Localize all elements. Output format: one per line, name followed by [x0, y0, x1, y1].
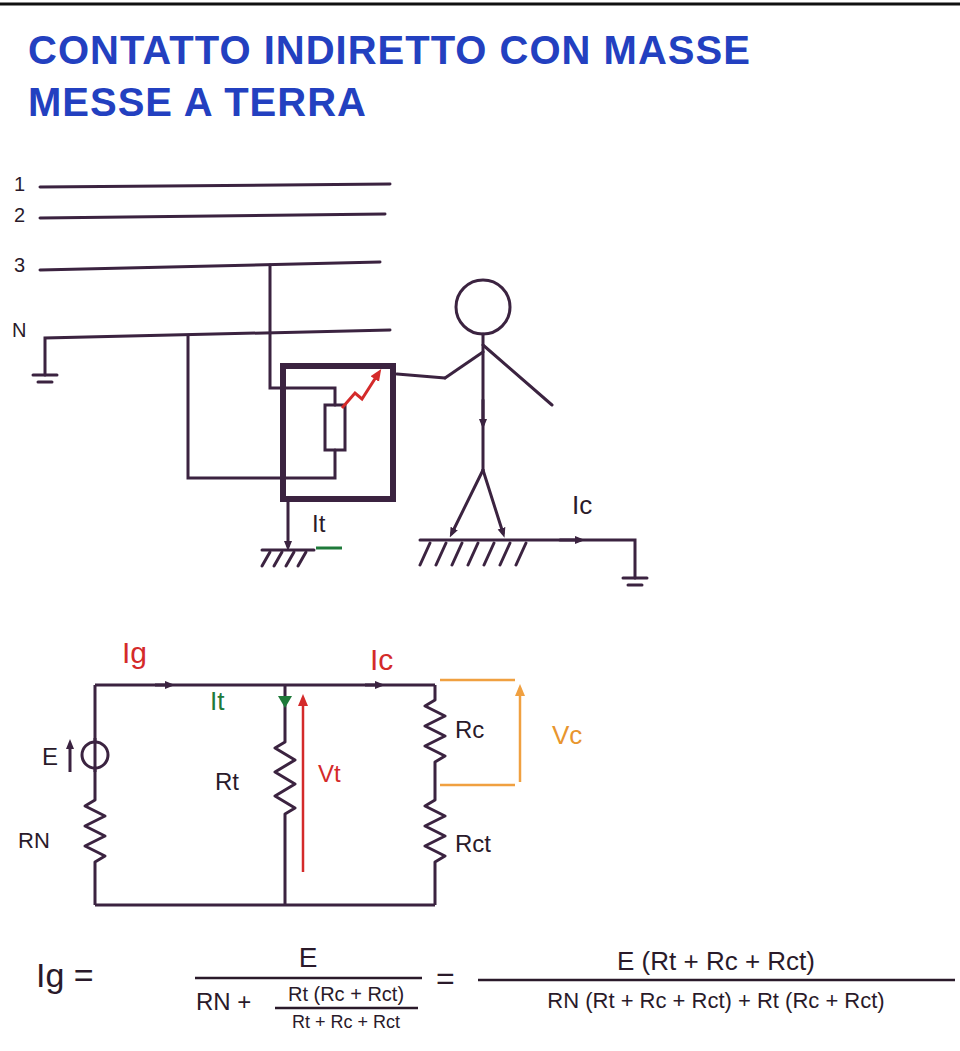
- formula-term: Rt + Rc + Rct: [292, 1013, 400, 1031]
- fraction-bar: [478, 979, 955, 982]
- person-arm: [445, 352, 483, 378]
- ground-symbol: [623, 577, 647, 580]
- wire: [94, 685, 97, 742]
- wire: [95, 904, 435, 907]
- ground-symbol: [38, 381, 52, 384]
- phase-wire: [270, 265, 335, 405]
- ground-hatch: [420, 543, 526, 565]
- current-label: Ig: [122, 638, 147, 668]
- equivalent-circuit: [70, 685, 445, 905]
- formula-term: E: [299, 944, 318, 972]
- voltage-indicator: [440, 680, 520, 785]
- top-wiring: [33, 184, 647, 585]
- line-number: 1: [14, 174, 25, 194]
- current-arrow: [482, 400, 485, 424]
- resistor-label: Rt: [215, 770, 239, 794]
- current-label: It: [210, 688, 224, 714]
- emf-arrow: [69, 744, 72, 772]
- person-head: [456, 280, 510, 334]
- person-arm: [483, 345, 552, 405]
- resistor-symbol: [325, 405, 345, 450]
- fraction-bar: [275, 1007, 418, 1010]
- touch-line: [397, 374, 445, 378]
- current-label: Ic: [370, 645, 393, 675]
- formula-term: Ig =: [36, 958, 94, 992]
- current-arrow: [365, 684, 380, 687]
- formula-term: E (Rt + Rc + Rct): [617, 948, 815, 974]
- voltage-tick: [440, 679, 515, 682]
- label-underline: [316, 547, 342, 550]
- current-arrow: [560, 539, 580, 542]
- ground-line: [420, 540, 635, 578]
- line-number: 3: [14, 255, 25, 275]
- current-arrow: [278, 696, 292, 708]
- formula-term: RN (Rt + Rc + Rct) + Rt (Rc + Rct): [547, 990, 884, 1012]
- voltage-arrow: [302, 700, 305, 872]
- appliance-housing: [283, 366, 393, 499]
- ground-symbol: [628, 584, 642, 587]
- neutral-wire: [188, 336, 335, 478]
- resistor-symbol: [85, 768, 105, 905]
- voltage-label: Vt: [318, 762, 341, 786]
- person-leg: [452, 470, 483, 533]
- resistor-label: RN: [18, 830, 50, 852]
- resistor-label: Rct: [455, 832, 491, 856]
- fraction-bar: [195, 977, 422, 980]
- title: CONTATTO INDIRETTO CON MASSE MESSE A TER…: [28, 24, 858, 128]
- phase-line: [40, 262, 380, 270]
- ground-symbol: [33, 374, 57, 377]
- voltage-source: [94, 738, 97, 772]
- phase-line: [40, 214, 385, 218]
- formula-term: RN +: [196, 990, 251, 1014]
- voltage-label: Vc: [552, 722, 582, 748]
- current-arrow: [155, 684, 170, 687]
- current-label: Ic: [572, 492, 592, 518]
- top-border: [0, 3, 960, 6]
- source-label: E: [42, 745, 58, 769]
- resistor-symbol: [275, 685, 295, 905]
- fault-arrow: [342, 374, 378, 408]
- current-label: It: [312, 512, 325, 536]
- voltage-arrow: [519, 690, 522, 782]
- voltage-tick: [440, 784, 515, 787]
- person-leg: [483, 470, 503, 533]
- line-name: N: [12, 320, 26, 340]
- resistor-symbol: [425, 685, 445, 905]
- wire: [95, 684, 435, 687]
- line-number: 2: [14, 205, 25, 225]
- earth-wire: [287, 500, 290, 546]
- formula-term: =: [436, 962, 455, 994]
- formula-term: Rt (Rc + Rct): [288, 984, 404, 1004]
- phase-line: [40, 184, 390, 187]
- resistor-label: Rc: [455, 718, 484, 742]
- earth-hatch: [262, 552, 306, 566]
